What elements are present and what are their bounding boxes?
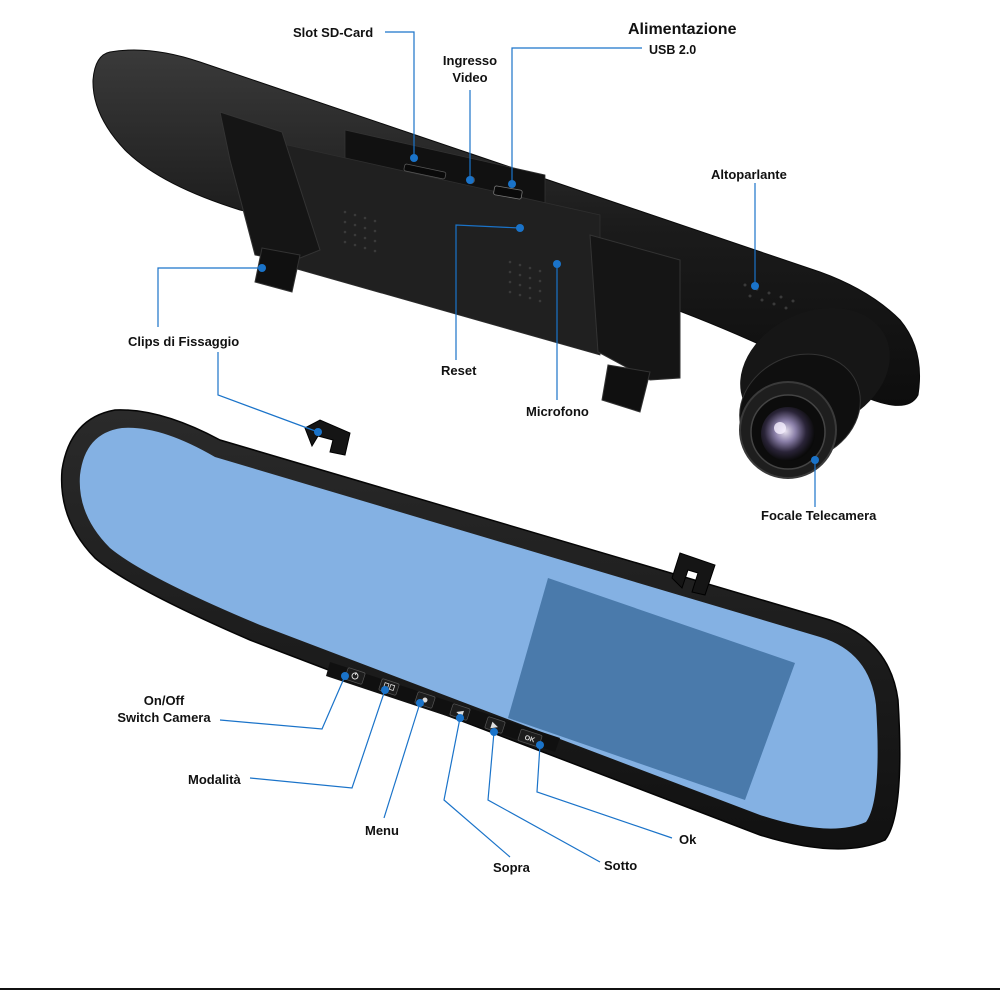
down-glyph: ▶ (490, 721, 500, 733)
label-ingresso-video-line2: Video (452, 70, 488, 85)
label-reset: Reset (441, 363, 477, 378)
speaker-grille-left (343, 210, 377, 253)
leader-clips-top (157, 267, 262, 327)
leader-clips-bottom (217, 352, 319, 433)
display-area (508, 578, 795, 800)
label-clips: Clips di Fissaggio (128, 334, 240, 349)
front-clip-left (304, 419, 351, 456)
rear-clip-right-foot (601, 364, 651, 413)
rear-clip-right (589, 234, 681, 381)
mirror-front-view: ◀ ▶ OK (60, 409, 901, 850)
label-sotto: Sotto (604, 858, 638, 873)
label-onoff: On/Off Switch Camera (108, 692, 220, 726)
label-sopra: Sopra (493, 860, 530, 875)
mirror-screen (79, 427, 878, 829)
leader-onoff (219, 675, 346, 730)
bottom-rule (0, 988, 1000, 990)
label-onoff-line1: On/Off (143, 693, 185, 708)
label-alimentazione: Alimentazione (628, 21, 737, 38)
label-ingresso-video-line1: Ingresso (442, 53, 498, 68)
mirror-rear-view (92, 49, 921, 479)
leader-reset (455, 224, 521, 360)
leader-menu (383, 702, 421, 819)
label-focale: Focale Telecamera (761, 508, 877, 523)
label-altoparlante: Altoparlante (711, 167, 787, 182)
camera-module (739, 307, 890, 479)
leader-lines (157, 31, 816, 863)
label-ok: Ok (679, 832, 697, 847)
label-menu: Menu (365, 823, 399, 838)
leader-sotto (487, 731, 601, 863)
leader-usb (511, 47, 642, 184)
ok-glyph: OK (523, 734, 535, 744)
leader-slot-sd (385, 31, 415, 158)
sd-slot-port (403, 163, 447, 180)
label-modalita: Modalità (188, 772, 241, 787)
marker-dots (258, 154, 819, 749)
rear-clip-left-foot (254, 247, 301, 293)
leader-ok (536, 744, 673, 839)
leader-sopra (443, 717, 511, 858)
front-clip-right (671, 552, 716, 596)
camera-lens (761, 407, 815, 461)
label-onoff-line2: Switch Camera (117, 710, 211, 725)
label-slot-sd: Slot SD-Card (293, 25, 374, 40)
label-microfono: Microfono (526, 404, 589, 419)
up-glyph: ◀ (455, 708, 465, 720)
usb-port (493, 185, 523, 200)
label-usb: USB 2.0 (649, 43, 697, 57)
speaker-grille-right (508, 260, 542, 303)
leader-modalita (249, 689, 386, 789)
label-ingresso-video: Ingresso Video (434, 52, 506, 86)
